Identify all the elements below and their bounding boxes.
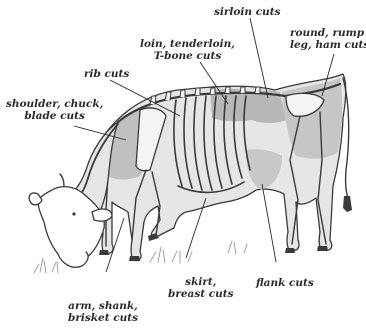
label-sirloin-cuts: sirloin cuts	[214, 6, 281, 18]
label-skirt-cuts: skirt, breast cuts	[168, 276, 234, 300]
label-arm-shank-cuts: arm, shank, brisket cuts	[68, 300, 138, 324]
leader-sirloin	[250, 18, 268, 98]
cow-ear	[29, 193, 42, 205]
label-round-rump-cuts: round, rump leg, ham cuts	[290, 27, 366, 51]
label-flank-cuts: flank cuts	[256, 277, 314, 289]
cow-eye	[72, 212, 75, 215]
label-rib-cuts: rib cuts	[84, 68, 129, 80]
horn	[60, 174, 64, 186]
label-loin-cuts: loin, tenderloin, T-bone cuts	[140, 38, 235, 62]
label-shoulder-cuts: shoulder, chuck, blade cuts	[6, 98, 103, 122]
tail-tuft	[343, 196, 352, 212]
leader-flank	[262, 184, 276, 262]
cow-nose	[58, 252, 88, 267]
cow-ear-right	[92, 209, 112, 221]
